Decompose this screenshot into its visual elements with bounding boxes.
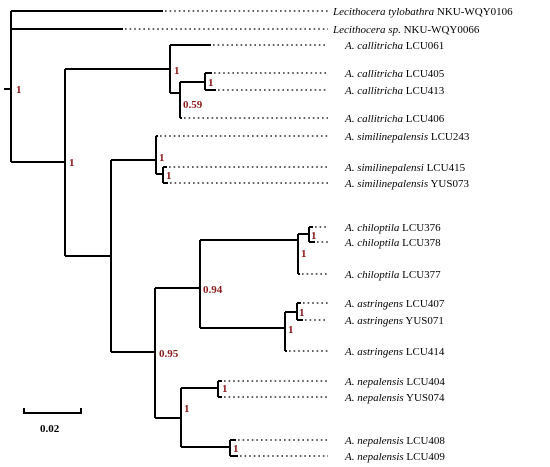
support-root: 1 xyxy=(16,84,22,96)
support-chilo-astr: 0.94 xyxy=(203,284,223,296)
taxon-label: A. astringens LCU407 xyxy=(344,298,445,310)
taxon-label: A. nepalensis YUS074 xyxy=(344,392,445,404)
scale-bar-label: 0.02 xyxy=(40,423,60,435)
support-chiloptila-pair: 1 xyxy=(311,230,317,242)
taxon-label: A. nepalensis LCU409 xyxy=(344,451,445,463)
support-similinepalensis: 1 xyxy=(159,152,165,164)
support-astringens: 1 xyxy=(288,324,294,336)
taxon-label: A. chiloptila LCU377 xyxy=(344,269,441,281)
support-similinepalensis-pair: 1 xyxy=(166,170,172,182)
support-nepalensis-pair2: 1 xyxy=(233,443,239,455)
support-values: 1 1 1 0.59 1 1 1 1 1 0.94 1 1 0.95 1 1 1 xyxy=(16,65,317,455)
taxon-label: A. astringens LCU414 xyxy=(344,346,445,358)
taxon-label: Lecithocera sp. NKU-WQY0066 xyxy=(332,24,480,36)
support-callitricha-sub: 0.59 xyxy=(183,99,203,111)
taxon-labels: Lecithocera tylobathra NKU-WQY0106 Lecit… xyxy=(332,6,513,463)
taxon-label: A. callitricha LCU061 xyxy=(344,40,444,52)
taxon-label: A. callitricha LCU406 xyxy=(344,113,445,125)
support-big-clade: 0.95 xyxy=(159,348,179,360)
taxon-label: Lecithocera tylobathra NKU-WQY0106 xyxy=(332,6,513,18)
support-astringens-pair: 1 xyxy=(299,307,305,319)
tree-branches xyxy=(4,10,315,457)
label-leaders xyxy=(125,10,328,457)
taxon-label: A. similinepalensis LCU243 xyxy=(344,131,470,143)
taxon-label: A. chiloptila LCU378 xyxy=(344,237,441,249)
support-nepalensis: 1 xyxy=(184,403,190,415)
support-ingroup: 1 xyxy=(69,157,75,169)
support-nepalensis-pair1: 1 xyxy=(222,383,228,395)
support-callitricha-pair: 1 xyxy=(208,77,214,89)
taxon-label: A. nepalensis LCU408 xyxy=(344,435,445,447)
taxon-label: A. astringens YUS071 xyxy=(344,315,444,327)
support-callitricha: 1 xyxy=(174,65,180,77)
taxon-label: A. similinepalensis YUS073 xyxy=(344,178,469,190)
scale-bar: 0.02 xyxy=(23,408,82,435)
support-chiloptila: 1 xyxy=(301,248,307,260)
taxon-label: A. similinepalensi LCU415 xyxy=(344,162,466,174)
taxon-label: A. callitricha LCU405 xyxy=(344,68,445,80)
taxon-label: A. nepalensis LCU404 xyxy=(344,376,445,388)
taxon-label: A. chiloptila LCU376 xyxy=(344,222,441,234)
taxon-label: A. callitricha LCU413 xyxy=(344,85,445,97)
